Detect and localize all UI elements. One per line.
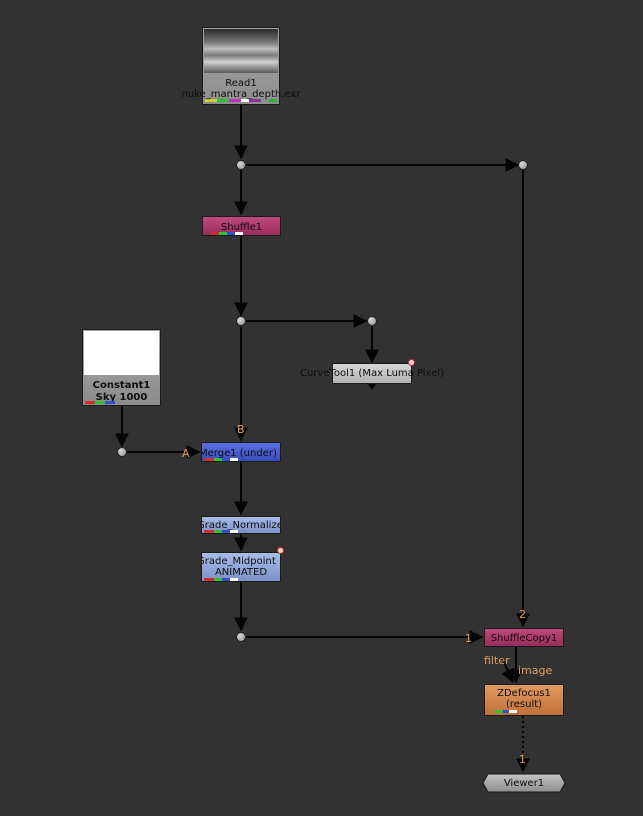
shufflecopy1-input-1: 1 <box>465 632 472 645</box>
dot-node[interactable] <box>117 447 127 457</box>
shufflecopy1-name: ShuffleCopy1 <box>490 633 558 644</box>
merge1-name: Merge1 (under) <box>201 448 277 459</box>
grade-normalize-name: Grade_Normalize <box>201 520 281 531</box>
shufflecopy1-node[interactable]: ShuffleCopy1 <box>484 628 564 647</box>
dot-node[interactable] <box>367 316 377 326</box>
read1-node[interactable]: Read1 <box>202 27 280 105</box>
viewer1-node[interactable] <box>482 773 566 793</box>
zdefocus1-label: (result) <box>505 699 543 710</box>
curvetool1-node[interactable] <box>332 363 412 384</box>
curvetool-output-arrow <box>368 384 376 390</box>
shuffle1-name: Shuffle1 <box>220 222 263 233</box>
merge1-input-a: A <box>182 447 190 460</box>
grade-midpoint-modified-indicator <box>277 547 284 554</box>
dot-node[interactable] <box>236 316 246 326</box>
constant1-thumbnail <box>84 331 159 375</box>
grade-midpoint-node[interactable]: Grade_Midpoint ANIMATED <box>201 552 281 582</box>
dot-node[interactable] <box>236 632 246 642</box>
viewer1-input-1: 1 <box>519 753 526 766</box>
constant1-node[interactable]: Constant1 Sky 1000 <box>82 329 161 406</box>
constant1-name: Constant1 <box>92 380 151 391</box>
dot-node[interactable] <box>518 160 528 170</box>
shuffle1-node[interactable]: Shuffle1 <box>202 216 281 236</box>
zdefocus1-input-image: image <box>518 664 553 677</box>
zdefocus1-node[interactable]: ZDefocus1 (result) <box>484 684 564 716</box>
grade-midpoint-label: ANIMATED <box>214 567 268 578</box>
shufflecopy1-input-2: 2 <box>519 608 526 621</box>
curvetool1-name: CurveTool1 (Max Luma Pixel) <box>299 368 445 379</box>
edge-zdefocus-filter <box>501 657 515 684</box>
zdefocus1-name: ZDefocus1 <box>497 688 551 699</box>
read1-thumbnail <box>204 29 278 73</box>
curvetool1-modified-indicator <box>408 359 415 366</box>
read1-name: Read1 <box>225 78 257 89</box>
grade-midpoint-name: Grade_Midpoint <box>201 556 276 567</box>
merge1-node[interactable]: Merge1 (under) <box>201 442 281 462</box>
merge1-input-b: B <box>237 423 245 436</box>
viewer1-name: Viewer1 <box>503 778 545 789</box>
read1-file: nuke_mantra_depth.exr <box>181 89 301 100</box>
constant1-label: Sky 1000 <box>95 392 148 403</box>
grade-normalize-node[interactable]: Grade_Normalize <box>201 516 281 534</box>
zdefocus1-input-filter: filter <box>484 654 510 667</box>
dot-node[interactable] <box>236 160 246 170</box>
